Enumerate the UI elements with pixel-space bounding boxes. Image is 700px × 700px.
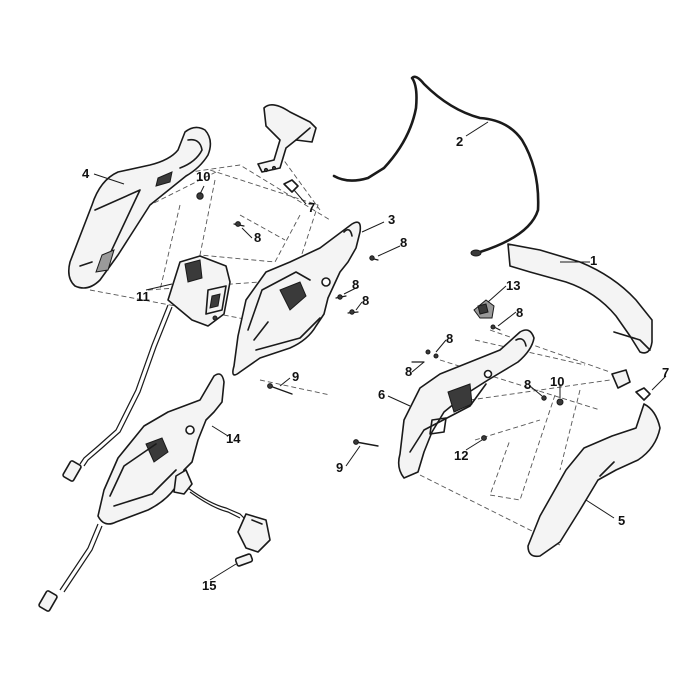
callout-2: 2 bbox=[456, 134, 463, 149]
callout-8-d: 8 bbox=[362, 293, 369, 308]
lever-part bbox=[257, 104, 317, 173]
callout-10-right: 10 bbox=[550, 374, 564, 389]
latch-part bbox=[473, 299, 495, 319]
callout-7-left: 7 bbox=[308, 200, 315, 215]
top-grip-part bbox=[507, 243, 653, 389]
handle-right-middle-part bbox=[397, 329, 535, 479]
switch-box-part bbox=[167, 255, 231, 327]
wire-bail-part bbox=[332, 75, 540, 257]
callout-5: 5 bbox=[618, 513, 625, 528]
callout-8-g: 8 bbox=[405, 364, 412, 379]
callout-8-f: 8 bbox=[446, 331, 453, 346]
callout-14: 14 bbox=[226, 431, 241, 446]
callout-12: 12 bbox=[454, 448, 468, 463]
callout-3: 3 bbox=[388, 212, 395, 227]
sleeve-part bbox=[234, 553, 254, 567]
callout-8-h: 8 bbox=[524, 377, 531, 392]
callout-4: 4 bbox=[82, 166, 90, 181]
handle-cover-part bbox=[527, 403, 661, 558]
handle-lower-part bbox=[97, 373, 225, 525]
callout-8-a: 8 bbox=[254, 230, 261, 245]
handle-upper-left-part bbox=[68, 126, 212, 289]
callout-10-left: 10 bbox=[196, 169, 210, 184]
callout-7-right: 7 bbox=[662, 365, 669, 380]
callout-1: 1 bbox=[590, 253, 597, 268]
callout-8-e: 8 bbox=[516, 305, 523, 320]
callout-labels: 1 2 3 4 5 6 7 7 8 8 8 8 8 8 8 8 9 9 10 1… bbox=[82, 134, 669, 593]
callout-6: 6 bbox=[378, 387, 385, 402]
callout-13: 13 bbox=[506, 278, 520, 293]
power-cable-part bbox=[38, 487, 271, 612]
callout-9-left: 9 bbox=[292, 369, 299, 384]
callout-15: 15 bbox=[202, 578, 216, 593]
handle-middle-part bbox=[232, 221, 362, 376]
callout-8-b: 8 bbox=[400, 235, 407, 250]
callout-8-c: 8 bbox=[352, 277, 359, 292]
leader-lines bbox=[93, 121, 667, 581]
callout-9-right: 9 bbox=[336, 460, 343, 475]
fasteners bbox=[196, 179, 651, 447]
cable-part bbox=[62, 304, 173, 482]
callout-11: 11 bbox=[136, 289, 150, 304]
